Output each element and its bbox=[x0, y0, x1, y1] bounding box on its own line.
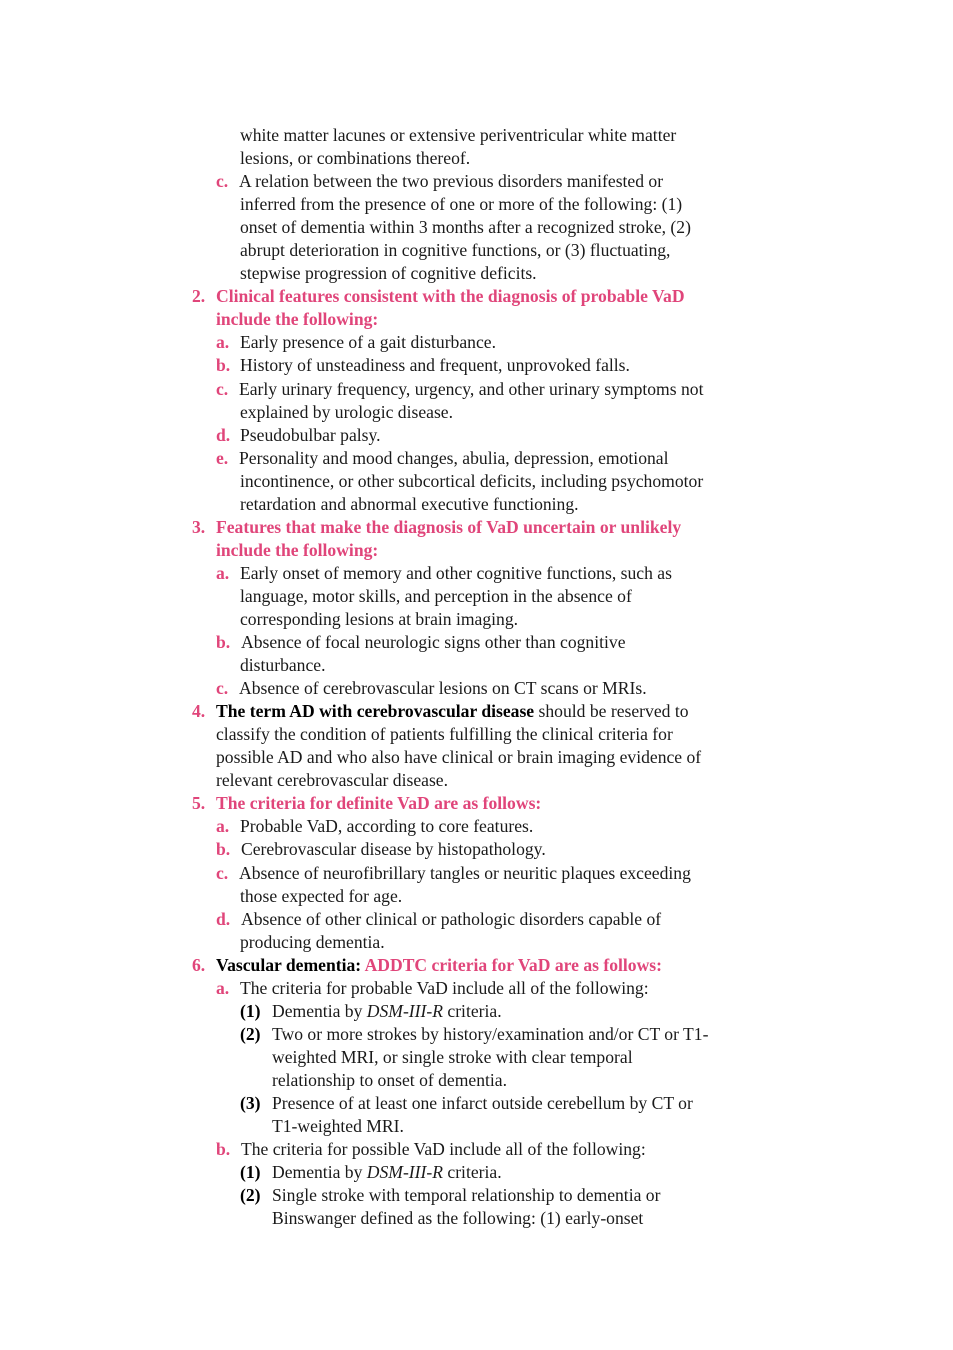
item-label: c. bbox=[216, 171, 229, 192]
item-label: c. bbox=[216, 678, 229, 699]
item-label: b. bbox=[216, 839, 231, 860]
list-item-5c: c.Absence of neurofibrillary tangles or … bbox=[0, 862, 953, 885]
list-item-2c: c.Early urinary frequency, urgency, and … bbox=[0, 378, 953, 401]
text-line: producing dementia. bbox=[240, 931, 385, 952]
bold-term: The term AD with cerebrovascular disease bbox=[216, 701, 535, 722]
list-item-6a: a.The criteria for probable VaD include … bbox=[0, 977, 953, 1000]
text-line: corresponding lesions at brain imaging. bbox=[240, 608, 519, 629]
sub-item-label: (1) bbox=[240, 1162, 261, 1183]
italic-term: DSM-III-R bbox=[366, 1000, 443, 1021]
document-page: white matter lacunes or extensive perive… bbox=[0, 124, 953, 1230]
list-item-3a: a.Early onset of memory and other cognit… bbox=[0, 562, 953, 585]
list-item-2a: a.Early presence of a gait disturbance. bbox=[0, 331, 953, 354]
item-label: d. bbox=[216, 424, 231, 445]
sub-item-label: (1) bbox=[240, 1000, 261, 1021]
list-item-6b: b.The criteria for possible VaD include … bbox=[0, 1138, 953, 1161]
sub-item-6a-3: (3)Presence of at least one infarct outs… bbox=[0, 1092, 953, 1115]
text-line: relevant cerebrovascular disease. bbox=[216, 770, 449, 791]
item-label: b. bbox=[216, 1139, 231, 1160]
text-line: Binswanger defined as the following: (1)… bbox=[272, 1208, 644, 1229]
sub-item-6b-1: (1)Dementia by DSM-III-R criteria. bbox=[0, 1161, 953, 1184]
section-number: 2. bbox=[192, 286, 206, 307]
item-label: b. bbox=[216, 632, 231, 653]
section-heading-2: 2.Clinical features consistent with the … bbox=[0, 285, 953, 308]
text-line: lesions, or combinations thereof. bbox=[240, 148, 471, 169]
section-heading-6: 6.Vascular dementia: ADDTC criteria for … bbox=[0, 954, 953, 977]
item-label: b. bbox=[216, 355, 231, 376]
text-line: explained by urologic disease. bbox=[240, 401, 454, 422]
list-item-3c: c.Absence of cerebrovascular lesions on … bbox=[0, 677, 953, 700]
text-line: T1-weighted MRI. bbox=[272, 1116, 404, 1137]
item-label: c. bbox=[216, 862, 229, 883]
text-line: language, motor skills, and perception i… bbox=[240, 585, 632, 606]
sub-item-6a-2: (2)Two or more strokes by history/examin… bbox=[0, 1023, 953, 1046]
bold-term: Vascular dementia: bbox=[216, 954, 362, 975]
text-line: relationship to onset of dementia. bbox=[272, 1069, 508, 1090]
italic-term: DSM-III-R bbox=[366, 1162, 443, 1183]
text-line: weighted MRI, or single stroke with clea… bbox=[272, 1046, 633, 1067]
section-number: 5. bbox=[192, 793, 206, 814]
list-item-2d: d.Pseudobulbar palsy. bbox=[0, 424, 953, 447]
text-line: stepwise progression of cognitive defici… bbox=[240, 263, 537, 284]
text-line: white matter lacunes or extensive perive… bbox=[240, 125, 677, 145]
list-item-2e: e.Personality and mood changes, abulia, … bbox=[0, 447, 953, 470]
list-item-2b: b.History of unsteadiness and frequent, … bbox=[0, 354, 953, 377]
list-item-5d: d.Absence of other clinical or pathologi… bbox=[0, 908, 953, 931]
text-line: incontinence, or other subcortical defic… bbox=[240, 470, 704, 491]
item-label: c. bbox=[216, 378, 229, 399]
item-label: d. bbox=[216, 908, 231, 929]
list-item-5a: a.Probable VaD, according to core featur… bbox=[0, 815, 953, 838]
sub-item-label: (3) bbox=[240, 1092, 261, 1113]
section-heading-3-cont: include the following: bbox=[216, 539, 379, 560]
text-line: classify the condition of patients fulfi… bbox=[216, 724, 673, 745]
sub-item-label: (2) bbox=[240, 1185, 261, 1206]
text-line: inferred from the presence of one or mor… bbox=[240, 194, 683, 215]
text-line: onset of dementia within 3 months after … bbox=[240, 217, 691, 238]
sub-item-label: (2) bbox=[240, 1023, 261, 1044]
sub-item-6a-1: (1)Dementia by DSM-III-R criteria. bbox=[0, 1000, 953, 1023]
text-line: retardation and abnormal executive funct… bbox=[240, 493, 579, 514]
item-label: a. bbox=[216, 562, 230, 583]
text-line: possible AD and who also have clinical o… bbox=[216, 747, 702, 768]
section-heading-5: 5.The criteria for definite VaD are as f… bbox=[0, 792, 953, 815]
item-label: a. bbox=[216, 816, 230, 837]
list-item-3b: b.Absence of focal neurologic signs othe… bbox=[0, 631, 953, 654]
section-4: 4. The term AD with cerebrovascular disea… bbox=[0, 700, 953, 723]
text-line: disturbance. bbox=[240, 655, 326, 676]
item-label: e. bbox=[216, 447, 229, 468]
text-line: those expected for age. bbox=[240, 885, 403, 906]
item-label: a. bbox=[216, 332, 230, 353]
section-number: 4. bbox=[192, 701, 206, 722]
item-label: a. bbox=[216, 977, 230, 998]
section-number: 3. bbox=[192, 516, 206, 537]
section-heading-3: 3.Features that make the diagnosis of Va… bbox=[0, 516, 953, 539]
list-item-1c: c.A relation between the two previous di… bbox=[0, 170, 953, 193]
section-number: 6. bbox=[192, 954, 206, 975]
text-line: abrupt deterioration in cognitive functi… bbox=[240, 240, 671, 261]
sub-item-6b-2: (2)Single stroke with temporal relations… bbox=[0, 1184, 953, 1207]
list-item-5b: b.Cerebrovascular disease by histopathol… bbox=[0, 838, 953, 861]
section-heading-2-cont: include the following: bbox=[216, 309, 379, 330]
